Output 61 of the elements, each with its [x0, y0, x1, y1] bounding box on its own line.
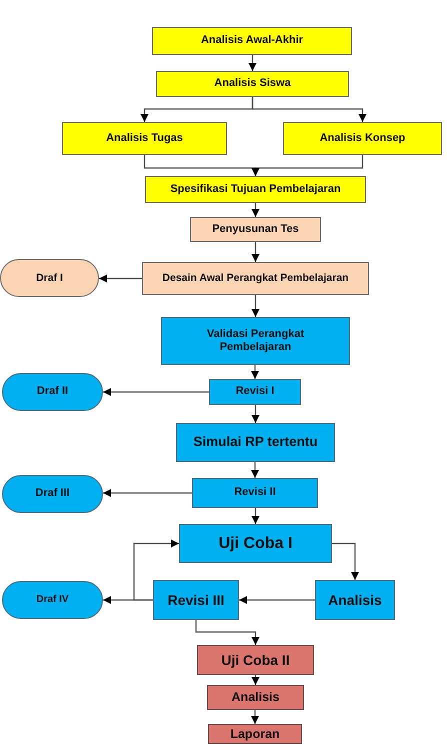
process-box: [208, 724, 302, 744]
arrow: [252, 675, 260, 685]
arrow: [239, 596, 315, 604]
process-box: [192, 478, 318, 508]
step-label: Validasi Perangkat Pembelajaran: [206, 328, 306, 354]
process-box: [142, 262, 369, 295]
step-label: Penyusunan Tes: [212, 222, 299, 236]
process-box: [62, 122, 227, 155]
process-box: [209, 379, 301, 405]
terminal-pill: [2, 581, 103, 619]
arrow: [251, 710, 259, 724]
process-box: [176, 423, 335, 462]
process-box: [179, 524, 332, 563]
step-label: Desain Awal Perangkat Pembelajaran: [162, 272, 349, 285]
step-label: Uji Coba II: [221, 652, 290, 668]
step-label: Draf I: [36, 272, 63, 284]
process-box: [190, 217, 321, 242]
arrow: [133, 540, 179, 601]
process-box: [207, 685, 304, 710]
step-label: Analisis Konsep: [320, 132, 406, 146]
process-box: [315, 580, 395, 620]
step-label: Draf III: [35, 487, 70, 501]
step-label: Spesifikasi Tujuan Pembelajaran: [170, 182, 341, 196]
process-box: [283, 122, 442, 155]
process-box: [161, 317, 350, 365]
step-label: Uji Coba I: [218, 534, 292, 554]
process-box: [153, 580, 239, 620]
arrow: [103, 388, 209, 396]
arrow: [332, 542, 359, 580]
step-label: Simulai RP tertentu: [193, 434, 318, 451]
arrow: [248, 55, 256, 71]
step-label: Analisis: [328, 592, 382, 608]
step-label: Revisi III: [168, 592, 224, 608]
step-label: Analisis Siswa: [214, 77, 291, 91]
step-label: Revisi II: [234, 486, 276, 500]
process-box: [197, 645, 314, 675]
step-label: Draf IV: [36, 594, 69, 606]
arrow: [103, 489, 192, 497]
arrow: [252, 242, 260, 262]
terminal-pill: [2, 475, 103, 513]
step-label: Revisi I: [236, 385, 274, 399]
process-box: [152, 27, 352, 55]
step-label: Analisis Tugas: [106, 132, 183, 146]
arrow: [252, 97, 366, 122]
step-label: Analisis: [232, 690, 280, 705]
step-label: Draf II: [36, 385, 68, 399]
arrow: [251, 462, 259, 478]
arrow: [195, 620, 260, 645]
arrow: [99, 274, 142, 282]
arrow: [252, 203, 260, 217]
terminal-pill: [2, 373, 103, 411]
arrow: [252, 405, 260, 423]
process-box: [156, 71, 349, 97]
step-label: Laporan: [230, 726, 280, 742]
arrow: [252, 508, 260, 524]
process-box: [145, 176, 366, 203]
arrow: [252, 155, 364, 176]
terminal-pill: [0, 259, 99, 297]
arrow: [251, 365, 259, 379]
step-label: Analisis Awal-Akhir: [200, 34, 304, 48]
arrow: [252, 295, 260, 317]
